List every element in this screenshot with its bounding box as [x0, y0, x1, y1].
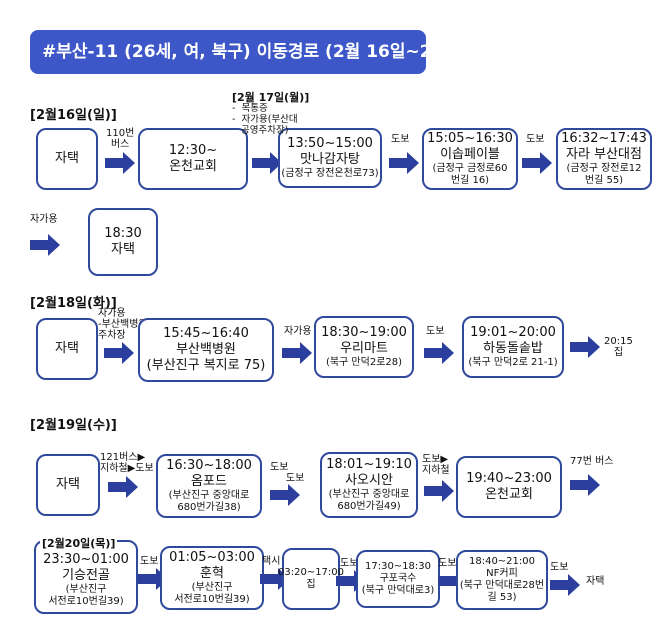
transport-label: 자가용 -부산백병원 주차장: [98, 308, 148, 341]
home-label: 자택: [55, 151, 79, 166]
location-address: (금정구 금정로60 번길 16): [432, 163, 508, 186]
transport-label: 자가용: [284, 326, 312, 337]
day-heading-feb18: [2월18일(화)]: [30, 296, 117, 311]
end-label: 20:15 집: [604, 336, 633, 358]
arrow-icon: [570, 474, 600, 496]
arrow-icon: [270, 484, 300, 506]
arrow-icon: [30, 234, 60, 256]
day-heading-feb19: [2월19일(수)]: [30, 418, 117, 433]
location-box: 16:32~17:43 자라 부산대점 (금정구 장전로12 번길 55): [556, 128, 652, 190]
location-main: 19:40~23:00 온천교회: [466, 471, 552, 502]
location-main: 18:30 자택: [104, 226, 142, 257]
arrow-icon: [104, 342, 134, 364]
location-main: 23:30~01:00 기승전골: [43, 552, 129, 583]
location-main: 17:30~18:30 구포국수: [364, 561, 431, 584]
location-main: 13:50~15:00 맛나감자탕: [287, 136, 373, 167]
home-box: 자택: [36, 318, 98, 380]
location-box: 15:05~16:30 이솝페이블 (금정구 금정로60 번길 16): [422, 128, 518, 190]
location-address: (북구 만덕대로28번 길 53): [459, 580, 545, 603]
arrow-icon: [389, 152, 419, 174]
location-box: 18:01~19:10 사오시안 (부산진구 중앙대로 680번가길49): [320, 452, 418, 518]
transport-label: 도보: [426, 326, 445, 337]
location-main: 18:40~21:00 NF커피: [468, 556, 535, 579]
location-address: (북구 만덕2로 21-1): [468, 357, 558, 368]
location-main: 15:45~16:40 부산백병원: [163, 326, 249, 357]
transport-label: 도보: [340, 558, 359, 569]
location-box: 18:30~19:00 우리마트 (북구 만덕2로28): [314, 316, 414, 378]
arrow-icon: [424, 342, 454, 364]
location-address: (부산진구 중앙대로 680번가길49): [328, 489, 410, 512]
transport-label: 도보: [550, 562, 569, 573]
page-title: #부산-11 (26세, 여, 북구) 이동경로 (2월 16일~22일): [30, 30, 467, 74]
arrow-icon: [108, 476, 138, 498]
location-box: 23:30~01:00 기승전골 (부산진구 서전로10번길39): [34, 540, 138, 614]
location-box: 19:01~20:00 하동돌솥밥 (북구 만덕2로 21-1): [462, 316, 564, 378]
location-address: (부산진구 서전로10번길39): [48, 584, 124, 607]
location-box: 17:30~18:30 구포국수 (북구 만덕대로3): [356, 550, 440, 608]
arrow-icon: [105, 152, 135, 174]
location-main: 16:30~18:00 옴포드: [166, 458, 252, 489]
transport-label: 121버스▶ 지하철▶도보: [100, 452, 154, 474]
transport-label: 자가용: [30, 214, 58, 225]
transport-label: 도보 도보: [270, 462, 305, 484]
day-heading-feb16: [2월16일(일)]: [30, 108, 117, 123]
location-main: 01:05~03:00 훈혁: [169, 550, 255, 581]
location-box: 18:40~21:00 NF커피 (북구 만덕대로28번 길 53): [456, 550, 548, 610]
location-address: (금정구 장전로12 번길 55): [566, 163, 642, 186]
home-box: 자택: [36, 128, 98, 190]
location-main: 18:30~19:00 우리마트: [321, 325, 407, 356]
transport-label: 택시: [262, 556, 281, 567]
location-box: 01:05~03:00 훈혁 (부산진구 서전로10번길39): [160, 546, 264, 610]
location-box: 16:30~18:00 옴포드 (부산진구 중앙대로 680번가길38): [156, 454, 262, 518]
location-box: 19:40~23:00 온천교회: [456, 456, 562, 518]
location-address: (부산진구 서전로10번길39): [174, 582, 250, 605]
arrow-icon: [522, 152, 552, 174]
home-label: 자택: [56, 477, 80, 492]
location-main: 19:01~20:00 하동돌솥밥: [470, 325, 556, 356]
feb17-note: [2월 17일(월)] - 목통증 - 자가용(부산대 공영주차장): [232, 92, 309, 136]
location-box: 13:50~15:00 맛나감자탕 (금정구 장전온천로73): [278, 128, 382, 188]
location-main: 18:01~19:10 사오시안: [326, 457, 412, 488]
note-item: - 자가용(부산대 공영주차장): [232, 114, 298, 136]
arrow-icon: [282, 342, 312, 364]
transport-label: 110번 버스: [106, 128, 135, 150]
arrow-icon: [570, 336, 600, 358]
location-main: 16:32~17:43 자라 부산대점: [561, 131, 647, 162]
location-address: (부산진구 복지로 75): [146, 358, 266, 373]
location-box: 03:20~17:00 집: [278, 548, 344, 610]
note-heading: [2월 17일(월)]: [232, 91, 310, 104]
location-box: 15:45~16:40 부산백병원 (부산진구 복지로 75): [138, 318, 274, 382]
location-address: (북구 만덕2로28): [325, 357, 403, 368]
transport-label: 도보: [526, 134, 545, 145]
location-address: (부산진구 중앙대로 680번가길38): [168, 490, 250, 513]
note-item: - 목통증: [232, 103, 268, 114]
day-heading-feb20: [2월20일(목)]: [40, 535, 118, 551]
home-label: 자택: [55, 341, 79, 356]
location-main: 12:30~ 온천교회: [168, 143, 218, 174]
arrow-icon: [252, 152, 282, 174]
arrow-icon: [424, 480, 454, 502]
location-box: 18:30 자택: [88, 208, 158, 276]
end-label: 77번 버스: [570, 456, 614, 467]
location-box: 12:30~ 온천교회: [138, 128, 248, 190]
transport-label: 도보: [438, 558, 457, 569]
arrow-icon: [550, 574, 580, 596]
location-main: 15:05~16:30 이솝페이블: [427, 131, 513, 162]
location-address: (북구 만덕대로3): [361, 585, 435, 596]
location-main: 03:20~17:00 집: [278, 567, 345, 590]
transport-label: 도보▶ 지하철: [422, 454, 450, 476]
transport-label: 도보: [391, 134, 410, 145]
location-address: (금정구 장전온천로73): [281, 168, 379, 179]
transport-label: 도보: [140, 556, 159, 567]
end-label: 자택: [586, 576, 605, 587]
home-box: 자택: [36, 454, 100, 516]
